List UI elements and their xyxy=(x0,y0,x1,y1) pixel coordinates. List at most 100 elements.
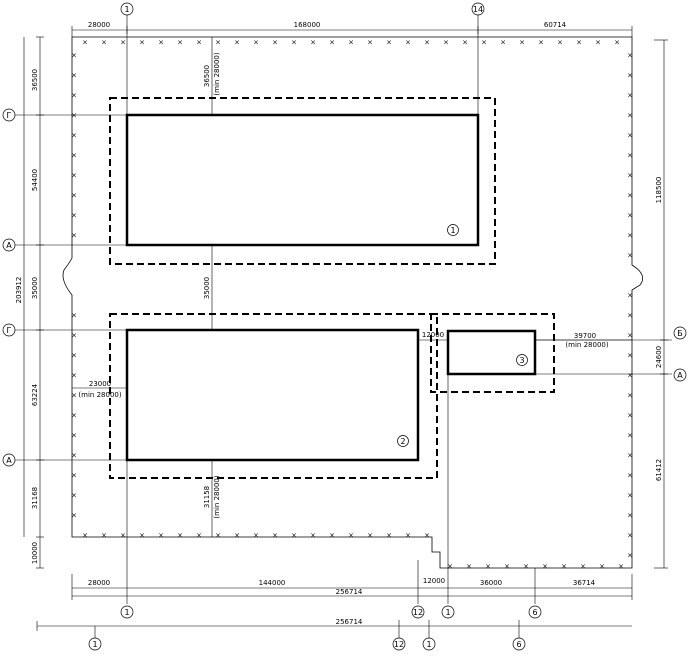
top-dimension-chain xyxy=(71,26,633,37)
dim-top-2: 168000 xyxy=(294,21,321,29)
fence-x-mark: × xyxy=(71,392,77,400)
axis-bubble-bottom-row2-3: 1 xyxy=(422,637,436,651)
fence-x-mark: × xyxy=(424,39,430,47)
fence-x-mark: × xyxy=(71,452,77,460)
fence-x-mark: × xyxy=(466,563,472,571)
svg-text:14: 14 xyxy=(473,5,483,14)
dim-gap-b3-right: 39700 xyxy=(574,332,596,340)
fence-x-mark: × xyxy=(71,412,77,420)
fence-x-mark: × xyxy=(627,432,633,440)
fence-x-mark: × xyxy=(329,532,335,540)
dim-left-total: 203912 xyxy=(15,277,23,304)
dim-left-5: 31168 xyxy=(31,487,39,509)
fence-x-mark: × xyxy=(71,512,77,520)
fence-x-mark: × xyxy=(561,563,567,571)
fence-x-mark: × xyxy=(614,39,620,47)
svg-text:6: 6 xyxy=(516,640,521,649)
fence-x-mark: × xyxy=(627,332,633,340)
fence-x-mark: × xyxy=(627,472,633,480)
dim-left-2: 54400 xyxy=(31,169,39,191)
fence-x-mark: × xyxy=(234,532,240,540)
axis-lines xyxy=(14,12,672,604)
fence-x-mark: × xyxy=(291,39,297,47)
fence-x-mark: × xyxy=(542,563,548,571)
fence-x-mark: × xyxy=(348,532,354,540)
axis-bubble-left-4: А xyxy=(2,453,16,467)
fence-x-mark: × xyxy=(71,132,77,140)
fence-x-mark: × xyxy=(71,212,77,220)
svg-text:Б: Б xyxy=(677,329,683,338)
fence-x-mark: × xyxy=(627,352,633,360)
site-boundary xyxy=(62,36,644,569)
fence-x-mark: × xyxy=(71,232,77,240)
svg-text:6: 6 xyxy=(532,608,537,617)
fence-x-mark: × xyxy=(485,563,491,571)
fence-x-mark: × xyxy=(627,132,633,140)
axis-bubble-bottom-row2-2: 12 xyxy=(392,637,406,651)
fence-x-mark: × xyxy=(82,39,88,47)
axis-bubble-right-2: А xyxy=(673,368,687,382)
axis-bubble-right-1: Б xyxy=(673,326,687,340)
fence-x-mark: × xyxy=(627,252,633,260)
fence-x-mark: × xyxy=(158,39,164,47)
fence-x-mark: × xyxy=(367,532,373,540)
building-1-number: 1 xyxy=(450,226,455,235)
dim-bottom-2: 144000 xyxy=(259,579,286,587)
dim-bottom-total: 256714 xyxy=(336,588,363,596)
dim-bottom-3: 12000 xyxy=(423,577,445,585)
building-2-number: 2 xyxy=(400,437,405,446)
fence-x-mark: × xyxy=(329,39,335,47)
axis-bubble-bottom-row1-1: 1 xyxy=(120,605,134,619)
fence-x-mark: × xyxy=(447,563,453,571)
svg-text:1: 1 xyxy=(426,640,431,649)
fence-x-mark: × xyxy=(291,532,297,540)
fence-x-mark: × xyxy=(627,392,633,400)
fence-x-mark: × xyxy=(177,39,183,47)
axis-lines-row2 xyxy=(94,620,520,638)
dim-bottom-1: 28000 xyxy=(88,579,110,587)
building-1: 1 xyxy=(125,113,480,247)
dim-left-4: 63224 xyxy=(31,383,39,406)
axis-bubble-left-2: А xyxy=(2,238,16,252)
building-3-number: 3 xyxy=(519,356,524,365)
fence-x-mark: × xyxy=(627,532,633,540)
fence-x-mark: × xyxy=(71,432,77,440)
axis-bubble-left-1: Г xyxy=(2,108,16,122)
fence-x-mark: × xyxy=(272,39,278,47)
fence-x-mark: × xyxy=(71,472,77,480)
fence-x-mark: × xyxy=(627,512,633,520)
fence-x-mark: × xyxy=(627,72,633,80)
fence-x-mark: × xyxy=(71,372,77,380)
fence-x-mark: × xyxy=(462,39,468,47)
svg-text:1: 1 xyxy=(124,5,129,14)
dim-right-3: 61412 xyxy=(655,459,663,481)
fence-x-mark: × xyxy=(519,39,525,47)
axis-bubble-bottom-row1-3: 1 xyxy=(441,605,455,619)
fence-x-mark: × xyxy=(627,372,633,380)
fence-x-mark: × xyxy=(71,152,77,160)
fence-x-mark: × xyxy=(405,39,411,47)
axis-bubble-top-14: 14 xyxy=(471,2,485,16)
dim-gap-b2-bottom: 31158 xyxy=(203,486,211,508)
fence-x-mark: × xyxy=(367,39,373,47)
fence-x-mark: × xyxy=(234,39,240,47)
axis-bubble-bottom-row2-4: 6 xyxy=(512,637,526,651)
dim-gap-left-b2-min: (min 28000) xyxy=(78,391,121,399)
fence-x-mark: × xyxy=(627,492,633,500)
axis-bubble-bottom-row1-4: 6 xyxy=(528,605,542,619)
fence-x-mark: × xyxy=(71,72,77,80)
fence-x-mark: × xyxy=(310,532,316,540)
dim-bottom-4: 36000 xyxy=(480,579,502,587)
fence-x-mark: × xyxy=(627,52,633,60)
svg-text:1: 1 xyxy=(124,608,129,617)
fence-x-mark: × xyxy=(443,39,449,47)
fence-x-mark: × xyxy=(627,412,633,420)
svg-text:А: А xyxy=(6,241,12,250)
fence-x-mark: × xyxy=(627,232,633,240)
dim-top-3: 60714 xyxy=(544,21,567,29)
fence-x-mark: × xyxy=(71,172,77,180)
fence-x-mark: × xyxy=(627,212,633,220)
fence-x-mark: × xyxy=(627,192,633,200)
fence-x-mark: × xyxy=(253,532,259,540)
